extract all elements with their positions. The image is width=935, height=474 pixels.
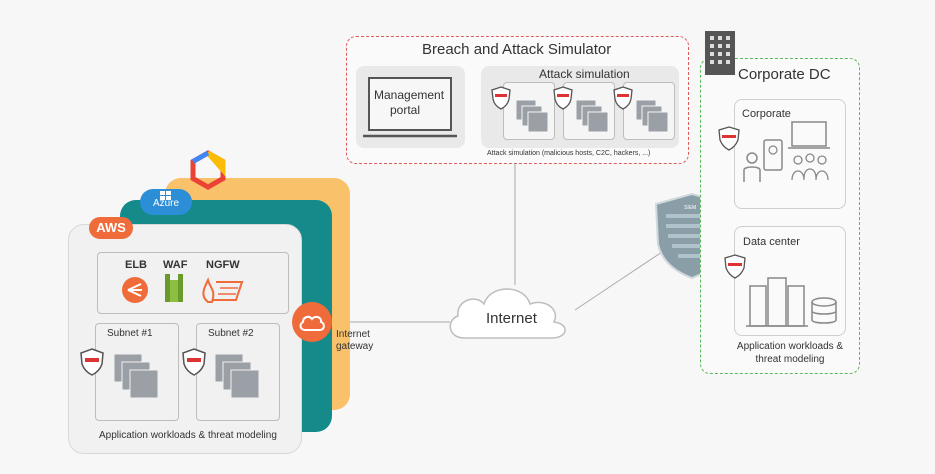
corporate-box bbox=[734, 99, 846, 209]
aws-label: AWS bbox=[96, 220, 126, 235]
datacenter-label: Data center bbox=[743, 236, 800, 248]
aws-badge: AWS bbox=[89, 217, 133, 239]
shield-icon bbox=[182, 348, 206, 376]
workload-stack-icon bbox=[635, 99, 669, 133]
servers-icon bbox=[746, 277, 837, 327]
gateway-label: Internet gateway bbox=[336, 329, 373, 353]
datacenter-box bbox=[734, 226, 846, 336]
shield-icon bbox=[553, 86, 573, 110]
cloud-footer-label: Application workloads & threat modeling bbox=[99, 430, 277, 441]
cloud-icon bbox=[299, 315, 325, 331]
bas-title: Breach and Attack Simulator bbox=[422, 41, 612, 58]
workload-stack-icon bbox=[575, 99, 609, 133]
gateway-label-line2: gateway bbox=[336, 341, 374, 352]
shield-icon bbox=[491, 86, 511, 110]
portal-line1: Management bbox=[374, 88, 445, 102]
service-label-elb: ELB bbox=[125, 259, 147, 271]
corporate-dc-title: Corporate DC bbox=[738, 66, 831, 83]
gateway-label-line1: Internet bbox=[336, 329, 370, 340]
corporate-devices-icon bbox=[743, 121, 830, 182]
shield-icon bbox=[718, 126, 740, 151]
workload-stack-icon bbox=[515, 99, 549, 133]
dc-footer-label: Application workloads & threat modeling bbox=[724, 340, 856, 366]
google-cloud-icon bbox=[190, 150, 226, 190]
subnet-1-label: Subnet #1 bbox=[107, 328, 153, 339]
load-balancer-icon bbox=[122, 277, 148, 303]
windows-icon bbox=[160, 191, 171, 200]
attack-simulation-title: Attack simulation bbox=[539, 67, 630, 81]
shield-icon bbox=[613, 86, 633, 110]
corporate-label: Corporate bbox=[742, 108, 791, 120]
internet-gateway-node bbox=[292, 302, 332, 342]
workload-stack-icon bbox=[113, 353, 159, 399]
management-portal-label: Management portal bbox=[374, 88, 445, 118]
azure-label: Azure bbox=[152, 198, 180, 209]
service-label-waf: WAF bbox=[163, 259, 188, 271]
dc-footer-line1: Application workloads & bbox=[736, 341, 844, 352]
workload-stack-icon bbox=[214, 353, 260, 399]
subnet-2-label: Subnet #2 bbox=[208, 328, 254, 339]
internet-label: Internet bbox=[486, 310, 537, 327]
shield-icon bbox=[724, 254, 746, 279]
laptop-icon bbox=[363, 77, 457, 138]
firewall-icon bbox=[202, 277, 244, 303]
portal-line2: portal bbox=[389, 103, 421, 117]
attack-simulation-caption: Attack simulation (malicious hosts, C2C,… bbox=[487, 150, 651, 157]
internet-cloud-icon bbox=[449, 288, 566, 339]
building-icon bbox=[705, 31, 735, 75]
dc-footer-line2: threat modeling bbox=[755, 354, 825, 365]
siem-label: SIEM bbox=[684, 205, 697, 211]
waf-icon bbox=[165, 274, 183, 302]
azure-badge: Azure bbox=[140, 189, 192, 215]
service-label-ngfw: NGFW bbox=[206, 259, 240, 271]
shield-icon bbox=[80, 348, 104, 376]
